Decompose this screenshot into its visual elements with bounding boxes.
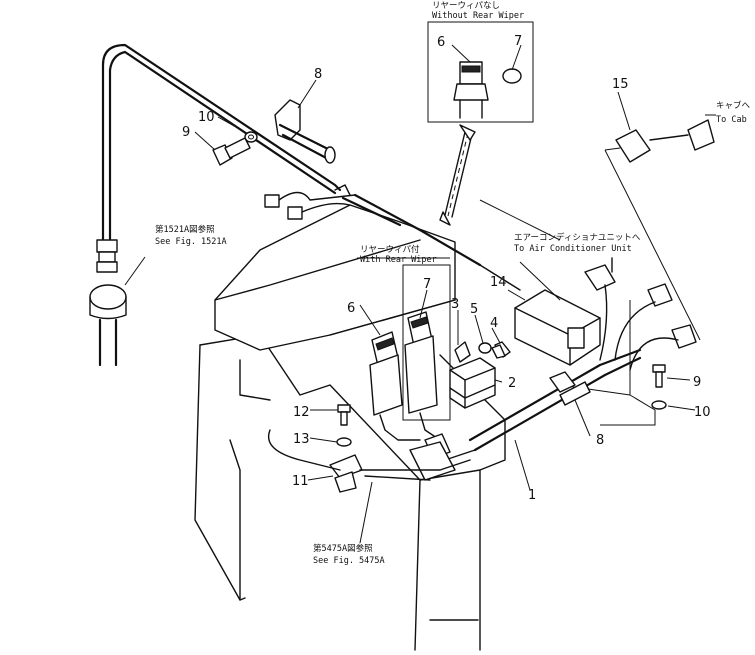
note-without-wiper-jp: リヤーウィパなし [432,1,500,11]
exchange-arrow [439,124,476,226]
callout-numbers: 8 10 9 6 7 15 14 3 5 4 2 6 7 12 13 11 1 … [182,34,711,503]
callout-8-top: 8 [314,67,322,82]
callout-9-left: 9 [182,125,190,140]
switch-6 [369,331,421,441]
callout-12: 12 [293,405,310,420]
callout-6: 6 [347,301,355,316]
bolt-12 [336,404,352,447]
callout-9-right: 9 [693,375,701,390]
callout-4: 4 [490,316,498,331]
roof-console [214,204,456,351]
note-cab-jp: キャブへ [716,100,751,111]
note-with-wiper-en: With Rear Wiper [360,255,437,265]
callout-5: 5 [470,302,478,317]
leader-lines [124,79,716,544]
callout-8: 8 [596,433,604,448]
bolt-left [212,131,258,166]
inset-without-wiper [427,21,534,123]
relay-2 [449,341,496,409]
notes: リヤーウィパなし Without Rear Wiper リヤーウィパ付 With… [155,1,751,566]
bolt-4 [478,341,511,359]
clamp-top [274,99,336,164]
cable-rod [89,43,402,367]
note-without-wiper-en: Without Rear Wiper [432,11,524,21]
note-see-5475a-jp: 第5475A図参照 [313,543,373,554]
callout-11: 11 [292,474,309,489]
callout-15: 15 [612,77,629,92]
switch-7 [404,311,441,441]
callout-6-top: 6 [437,35,445,50]
callout-3: 3 [451,297,459,312]
note-see-1521a-en: See Fig. 1521A [155,237,227,247]
callout-7-top: 7 [514,34,522,49]
right-connectors [584,257,697,371]
callout-14: 14 [490,275,507,290]
note-see-1521a-jp: 第1521A図参照 [155,224,215,235]
lower-connectors [268,429,471,493]
callout-2: 2 [508,376,516,391]
callout-10-right: 10 [694,405,711,420]
callout-10-left: 10 [198,110,215,125]
harness-top-right [353,193,561,291]
callout-13: 13 [293,432,310,447]
main-harness [444,348,642,461]
note-cab-en: To Cab [716,115,747,125]
note-aircon-jp: エアーコンディショナユニットへ [514,232,641,243]
callout-1: 1 [528,488,536,503]
cab-connector [604,119,715,341]
inset-with-wiper [357,257,451,421]
note-see-5475a-en: See Fig. 5475A [313,556,385,566]
bolt-right [651,364,667,410]
note-with-wiper-jp: リヤーウィパ付 [360,244,420,255]
top-connectors [264,191,356,220]
callout-7: 7 [423,277,431,292]
note-aircon-en: To Air Conditioner Unit [514,244,632,254]
relay-box [514,289,601,366]
